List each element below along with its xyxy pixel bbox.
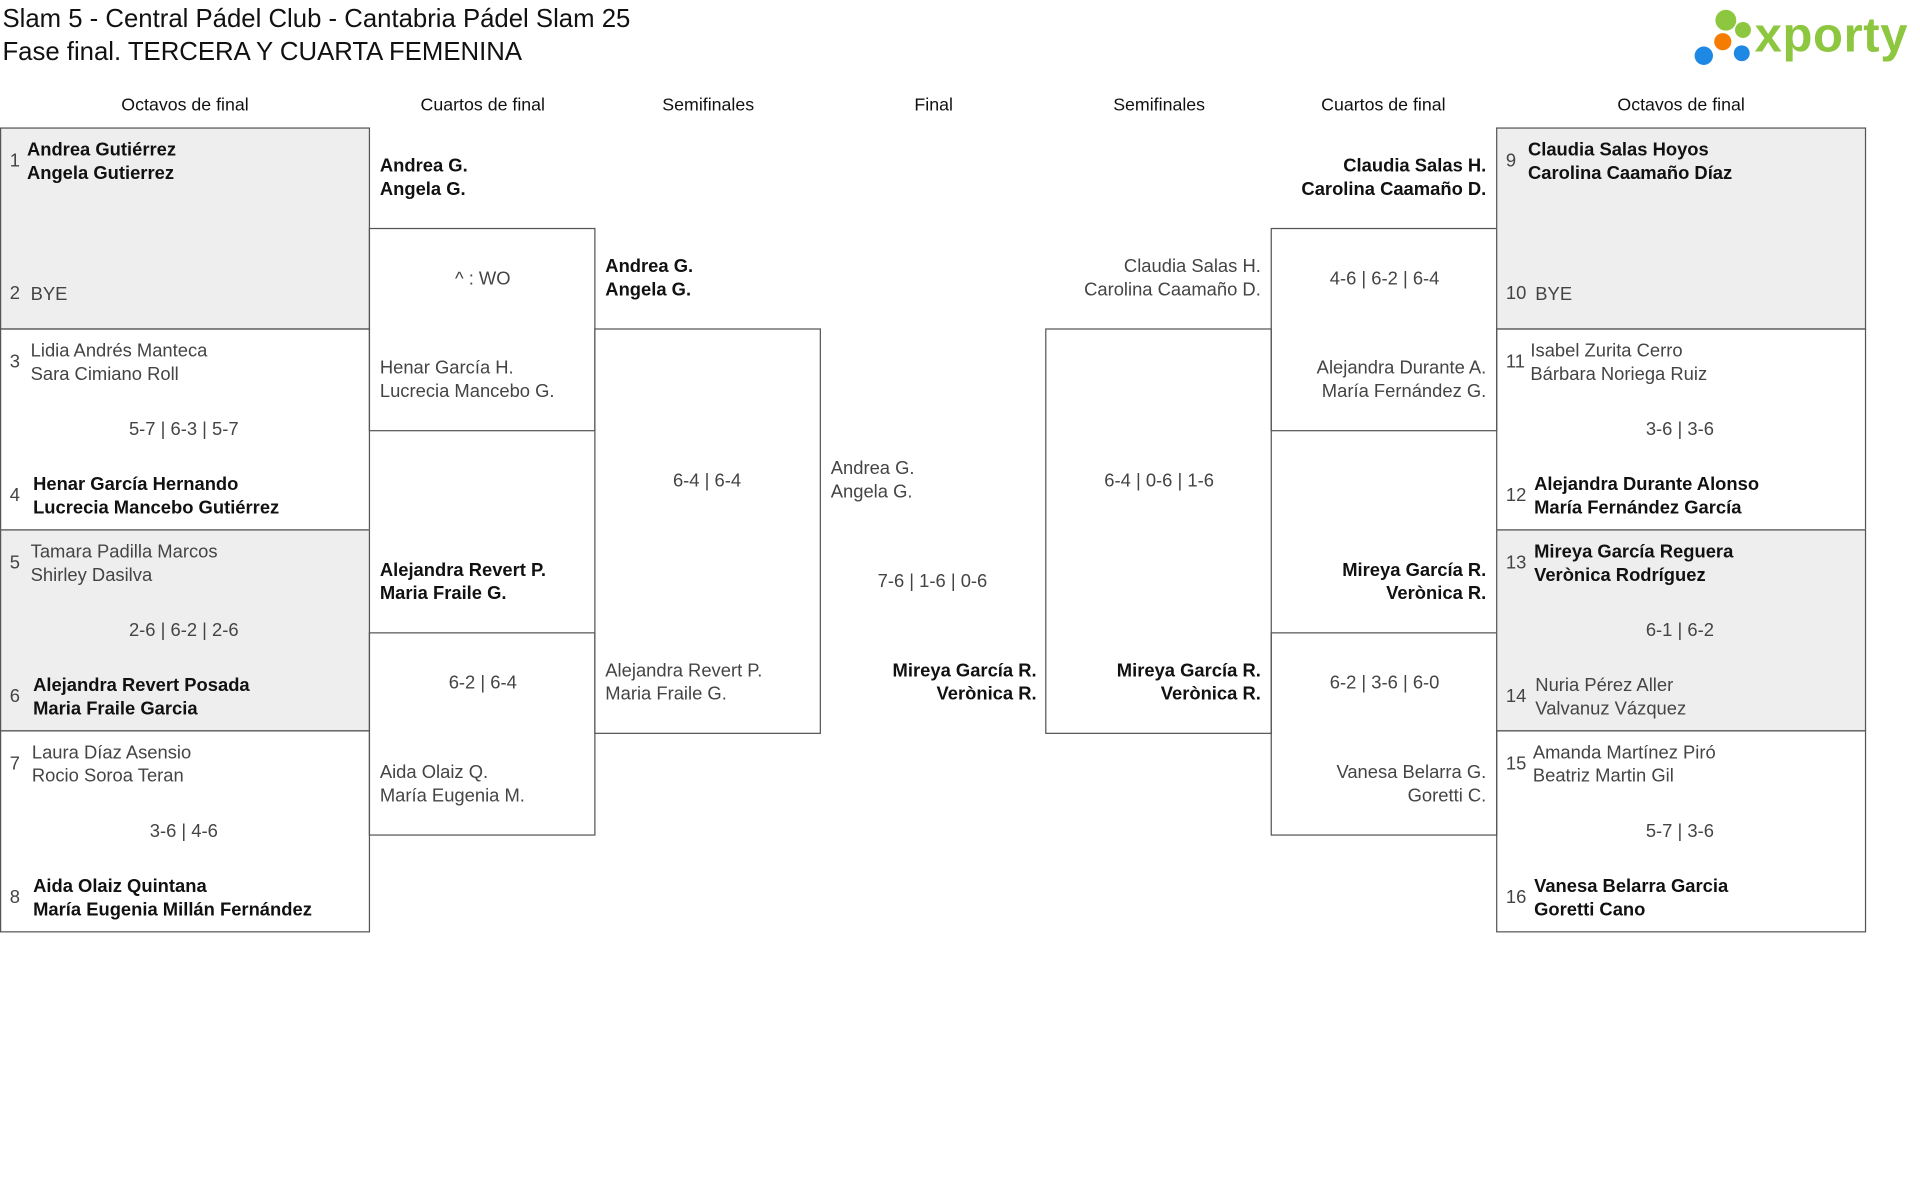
seed-number: 12 [1505, 485, 1527, 507]
seed-number: 1 [9, 150, 21, 172]
r16-match-box [0, 127, 371, 330]
xporty-logo: xporty [1693, 5, 1918, 66]
seed-number: 10 [1505, 283, 1527, 304]
match-score: 3-6 | 4-6 [149, 820, 218, 842]
match-score: ^ : WO [454, 268, 511, 290]
champion-team-name: Mireya García R.Verònica R. [892, 660, 1037, 705]
header-right-octavos: Octavos de final [1617, 95, 1745, 116]
team-name: Vanesa Belarra G.Goretti C. [1336, 762, 1487, 807]
team-name: BYE [30, 284, 68, 306]
seed-number: 16 [1505, 887, 1527, 908]
match-score: 5-7 | 3-6 [1645, 820, 1714, 842]
r16-match-box [1496, 529, 1867, 732]
match-score: 6-4 | 0-6 | 1-6 [1104, 470, 1214, 492]
seed-number: 7 [9, 753, 21, 775]
match-score: 3-6 | 3-6 [1645, 419, 1714, 440]
seed-number: 4 [9, 485, 21, 507]
match-score: 6-2 | 6-4 [448, 672, 517, 694]
match-score: 6-1 | 6-2 [1645, 620, 1714, 641]
team-name: Henar García H.Lucrecia Mancebo G. [379, 357, 555, 402]
seed-number: 5 [9, 552, 21, 574]
phase-title: Fase final. TERCERA Y CUARTA FEMENINA [2, 37, 523, 67]
team-name: Mireya García R.Verònica R. [1116, 660, 1261, 705]
team-name: Aida Olaiz Q.María Eugenia M. [379, 762, 525, 807]
logo-dot-icon [1735, 22, 1751, 38]
seed-number: 13 [1505, 552, 1527, 574]
sf-match-box [594, 328, 821, 734]
seed-number: 11 [1505, 351, 1525, 373]
tournament-title: Slam 5 - Central Pádel Club - Cantabria … [2, 4, 631, 34]
r16-match-box [1496, 127, 1867, 330]
team-name: Alejandra Revert P.Maria Fraile G. [379, 559, 547, 605]
team-name: Alejandra Durante A.María Fernández G. [1316, 357, 1487, 402]
seed-number: 6 [9, 686, 21, 707]
final-score: 7-6 | 1-6 | 0-6 [877, 570, 988, 592]
team-name: Mireya García R.Verònica R. [1342, 559, 1487, 605]
seed-number: 14 [1505, 686, 1527, 707]
header-right-cuartos: Cuartos de final [1321, 95, 1446, 116]
header-left-octavos: Octavos de final [121, 95, 249, 116]
team-name: Claudia Salas H.Carolina Caamaño D. [1301, 155, 1487, 200]
team-name: Claudia Salas H.Carolina Caamaño D. [1084, 256, 1261, 301]
match-score: 5-7 | 6-3 | 5-7 [128, 419, 239, 440]
team-name: Andrea G.Angela G. [605, 256, 694, 301]
r16-match-box [0, 529, 371, 732]
header-right-semis: Semifinales [1113, 95, 1206, 116]
seed-number: 15 [1505, 753, 1527, 775]
r16-match-box [1496, 730, 1867, 933]
header-left-cuartos: Cuartos de final [420, 95, 545, 116]
qf-match-box [368, 632, 596, 836]
header-final: Final [914, 95, 953, 116]
page-title: Slam 5 - Central Pádel Club - Cantabria … [2, 2, 630, 68]
seed-number: 8 [9, 887, 21, 908]
logo-text: xporty [1754, 8, 1909, 63]
match-score: 6-4 | 6-4 [672, 470, 742, 492]
sf-match-box [1045, 328, 1272, 734]
logo-dot-icon [1694, 46, 1713, 65]
match-score: 4-6 | 6-2 | 6-4 [1329, 268, 1440, 290]
team-name: Alejandra Revert P.Maria Fraile G. [605, 660, 763, 705]
team-name: Andrea G.Angela G. [830, 458, 915, 503]
logo-dot-icon [1714, 33, 1732, 51]
team-name: Andrea G.Angela G. [379, 155, 468, 200]
logo-dot-icon [1715, 9, 1737, 31]
match-score: 6-2 | 3-6 | 6-0 [1329, 672, 1440, 694]
logo-dot-icon [1733, 45, 1750, 62]
seed-number: 2 [9, 283, 21, 304]
match-score: 2-6 | 6-2 | 2-6 [128, 620, 239, 641]
header-left-semis: Semifinales [662, 95, 755, 116]
seed-number: 9 [1505, 150, 1517, 172]
seed-number: 3 [9, 351, 21, 373]
team-name: BYE [1535, 284, 1573, 306]
